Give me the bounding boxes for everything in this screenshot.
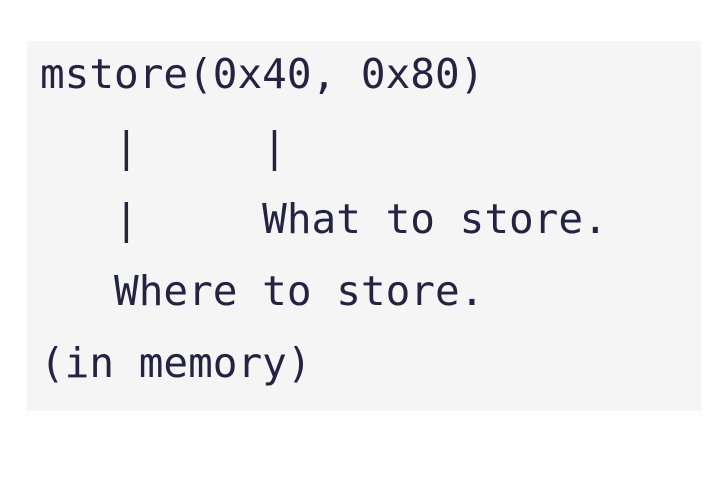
code-line-where-to-store: Where to store. [40, 267, 485, 315]
code-line-in-memory: (in memory) [40, 339, 312, 387]
code-block: mstore(0x40, 0x80) | | | What to store. … [27, 41, 701, 411]
code-line-what-to-store: | What to store. [40, 195, 608, 243]
code-line-call: mstore(0x40, 0x80) [40, 50, 485, 98]
code-line-pointers: | | [40, 123, 287, 171]
